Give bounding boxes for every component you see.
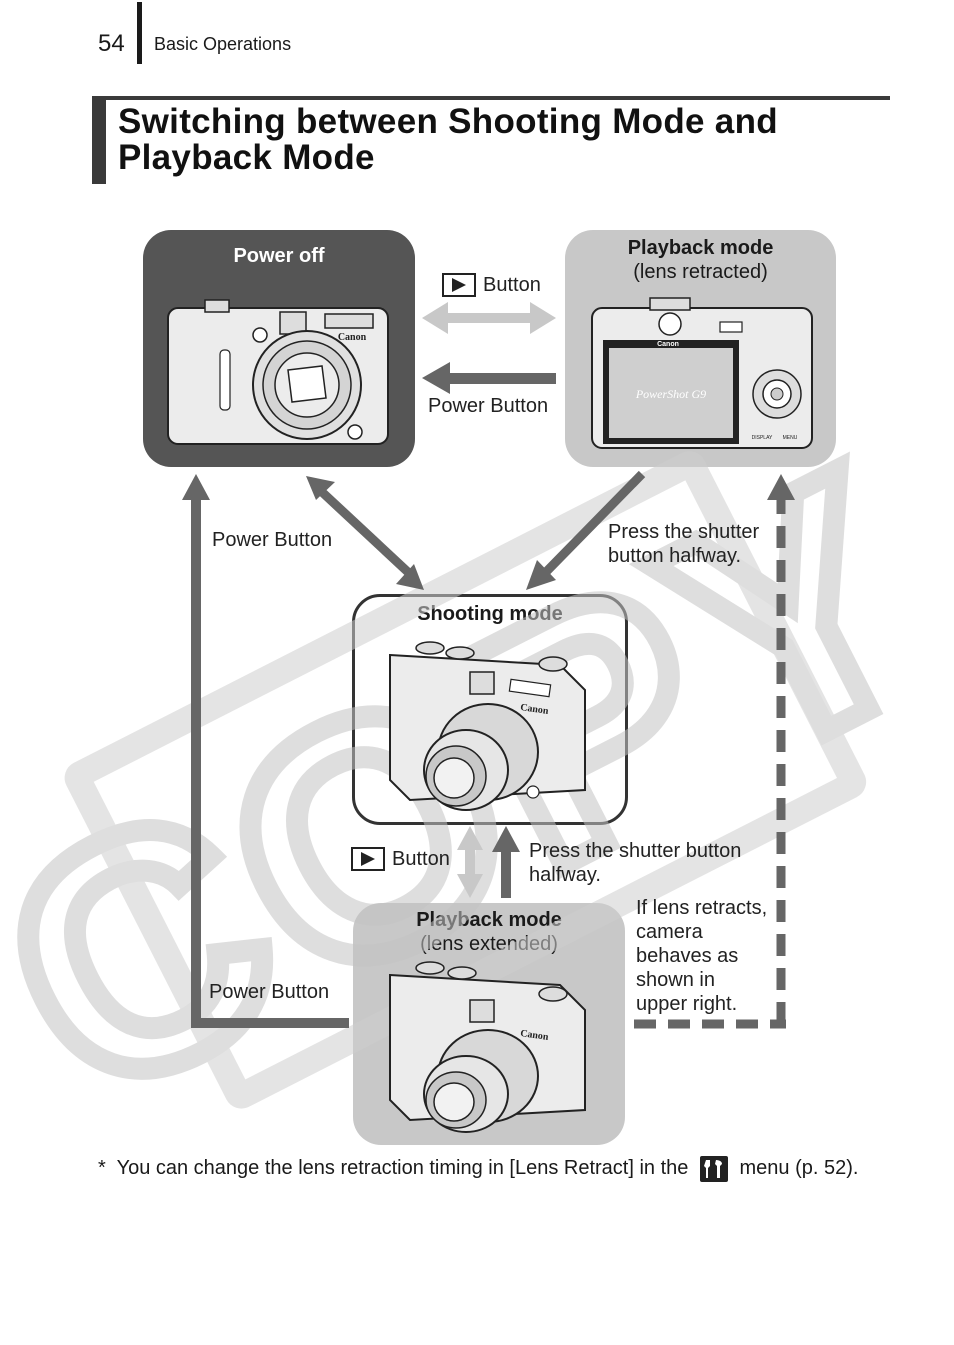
arrow-shutter-playback-shooting xyxy=(526,470,646,590)
label-shutter-right: Press the shutter button halfway. xyxy=(608,520,759,568)
menu-label: MENU xyxy=(783,435,798,441)
lens-retract-line3: behaves as xyxy=(636,945,739,967)
arrow-shutter-mid xyxy=(492,826,520,898)
arrow-power-left xyxy=(182,474,349,1028)
label-shutter-mid-line2: halfway. xyxy=(529,864,601,886)
label-button-mid: Button xyxy=(392,848,450,870)
panel-power-off-title: Power off xyxy=(233,245,325,267)
label-button-top: Button xyxy=(483,274,541,296)
label-power-button-top: Power Button xyxy=(428,395,549,417)
panel-playback-retracted-title: Playback mode xyxy=(627,237,774,259)
page-title-line2: Playback Mode xyxy=(118,138,375,177)
lcd-model-text: PowerShot G9 xyxy=(635,387,706,401)
display-label: DISPLAY xyxy=(752,435,773,441)
camera-power-off: Canon xyxy=(167,299,389,445)
footnote: * You can change the lens retraction tim… xyxy=(98,1155,858,1182)
brand-logo-play2: Canon xyxy=(520,1028,550,1043)
footnote-text-before: You can change the lens retraction timin… xyxy=(116,1157,689,1179)
label-power-button-bottom: Power Button xyxy=(209,981,330,1003)
label-power-button-left: Power Button xyxy=(212,529,333,551)
label-shutter-mid: Press the shutter button halfway. xyxy=(529,839,741,887)
page-title-line1: Switching between Shooting Mode and xyxy=(118,102,778,141)
arrow-lens-retract-dashed xyxy=(634,474,795,1029)
label-shutter-right-line2: button halfway. xyxy=(608,545,742,567)
lens-retract-line2: camera xyxy=(636,921,703,943)
title-rule xyxy=(92,96,890,100)
label-shutter-right-line1: Press the shutter xyxy=(608,521,760,543)
play-icon xyxy=(442,273,476,297)
label-lens-retract-note: If lens retracts, camera behaves as show… xyxy=(636,896,767,1016)
page-title: Switching between Shooting Mode and Play… xyxy=(118,104,888,176)
arrow-power-off-shooting xyxy=(306,476,424,590)
panel-shooting-title: Shooting mode xyxy=(417,603,563,625)
title-marker xyxy=(92,96,106,184)
brand-logo-off: Canon xyxy=(338,332,367,343)
header-divider xyxy=(137,2,142,64)
arrow-play-button-top xyxy=(422,302,556,334)
footnote-star: * xyxy=(98,1157,106,1179)
play-icon xyxy=(351,847,385,871)
camera-playback-extended: Canon xyxy=(389,961,586,1133)
panel-playback-extended-title: Playback mode xyxy=(416,909,562,931)
section-title: Basic Operations xyxy=(154,34,292,54)
panel-playback-retracted-subtitle: (lens retracted) xyxy=(633,261,768,283)
camera-playback-back: Canon PowerShot G9 DISPLAY MENU xyxy=(591,297,813,449)
camera-shooting: Canon xyxy=(389,641,586,811)
brand-logo-shoot: Canon xyxy=(520,702,550,717)
brand-logo-back: Canon xyxy=(657,341,679,348)
lens-retract-line1: If lens retracts, xyxy=(636,897,768,919)
wrench-icon xyxy=(699,1155,728,1182)
label-shutter-mid-line1: Press the shutter button xyxy=(529,840,742,862)
footnote-text-after: menu (p. 52). xyxy=(739,1157,859,1179)
arrow-power-button-top xyxy=(422,362,556,394)
lens-retract-line5: upper right. xyxy=(636,993,738,1015)
page-number: 54 xyxy=(98,30,125,57)
arrow-play-button-mid xyxy=(457,826,483,898)
lens-retract-line4: shown in xyxy=(636,969,715,991)
